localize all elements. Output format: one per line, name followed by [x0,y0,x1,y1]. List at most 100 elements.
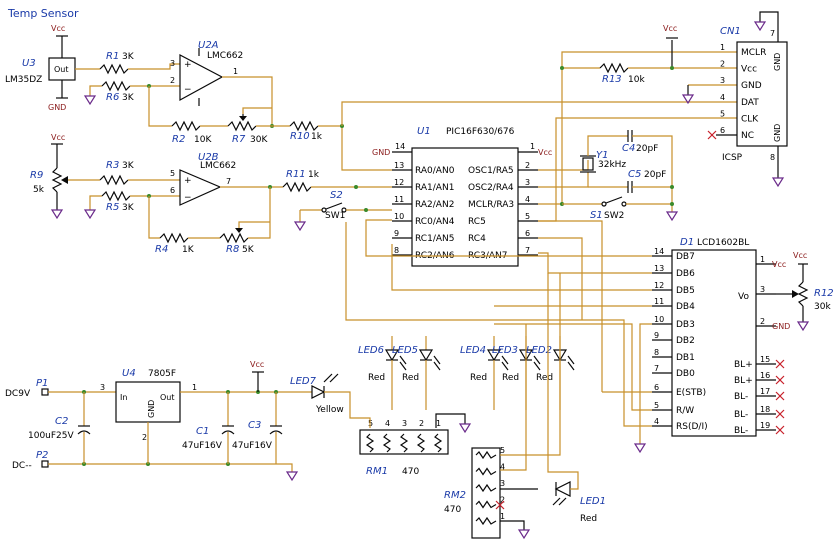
svg-text:Vcc: Vcc [538,148,552,157]
c4-value: 20pF [636,144,658,154]
svg-text:In: In [120,393,127,402]
r2-resistor: R2 10K [171,120,212,145]
led1-ref: LED1 [580,496,606,507]
u3-out-label: Out [54,65,69,74]
u2b-value: LMC662 [200,161,236,171]
r3-ref: R3 [106,160,119,171]
r9-ref: R9 [30,170,43,181]
d1-pin-bl-: BL- [734,426,748,436]
c3-capacitor: C3 47uF16V [232,392,283,464]
r10-ref: R10 [290,131,310,142]
r13-resistor: R13 10k [599,62,645,85]
r12-potentiometer: Vcc R12 30k [792,251,834,332]
u1-pin-number: 8 [394,246,399,255]
rm2-pin-number: 2 [500,496,505,505]
d1-pin-bl-: BL- [734,410,748,420]
c5-value: 20pF [644,170,666,180]
u1-pin-rc5: RC5 [468,217,486,227]
s2-value: SW1 [325,211,345,221]
d1-ref: D1 [680,237,694,248]
s1-switch: S1 SW2 [590,196,627,221]
u1-pin-number: 6 [525,229,530,238]
svg-text:7: 7 [770,29,775,38]
u3-gnd: GND [48,103,66,112]
r2-ref: R2 [172,134,185,145]
d1-pin-bl-: BL+ [734,360,753,370]
u1-pin-mclr-ra3: MCLR/RA3 [468,200,514,210]
u3-vcc: Vcc [51,24,65,33]
led3-value: Red [502,373,519,383]
s1-ref: S1 [590,210,603,221]
cn1-pin-number: 6 [720,126,725,135]
svg-text:2: 2 [142,433,147,442]
u1-pin-osc1-ra5: OSC1/RA5 [468,166,514,176]
svg-text:Vcc: Vcc [250,360,264,369]
cn1-pin-number: 2 [720,60,725,69]
rm1-ref: RM1 [366,466,388,477]
c3-value: 47uF16V [232,441,273,451]
d1-pin-number: 17 [760,387,770,396]
rm2-pin-number: 5 [500,446,505,455]
u3-ref: U3 [22,58,36,69]
led6-value: Red [368,373,385,383]
d1-pin-number: 15 [760,355,770,364]
d1-pin-number: 6 [654,383,659,392]
svg-text:GND: GND [773,53,782,71]
u2b-opamp: + − 5 6 7 U2B LMC662 [170,152,236,206]
r12-value: 30k [814,302,831,312]
rm1-pin-number: 1 [436,419,441,428]
r11-value: 1k [308,170,320,180]
u1-pin-rc0-an4: RC0/AN4 [415,217,455,227]
s2-ref: S2 [330,190,343,201]
c2-value: 100uF25V [28,431,75,441]
led3-ref: LED3 [492,345,518,356]
led6-ref: LED6 [358,345,384,356]
rm1-pin-number: 4 [385,419,390,428]
d1-pin-number: 14 [654,247,664,256]
r2-value: 10K [194,135,212,145]
r8-potentiometer: R8 5K [219,228,255,255]
rm2-pin-number: 1 [500,512,505,521]
d1-pin-r-w: R/W [676,406,694,416]
r1-resistor: R1 3K [99,51,135,75]
u2a-ref: U2A [198,40,219,51]
led1-indicator: LED1 Red [500,273,606,524]
u1-pin-ra1-an1: RA1/AN1 [415,183,454,193]
svg-text:5: 5 [170,169,175,178]
r5-value: 3K [122,203,135,213]
cn1-pin-number: 5 [720,109,725,118]
r4-value: 1K [182,245,195,255]
svg-text:1: 1 [530,142,535,151]
r1-ref: R1 [106,51,119,62]
u1-pin-rc1-an5: RC1/AN5 [415,234,454,244]
d1-pin-number: 18 [760,405,770,414]
d1-pin-number: 7 [654,364,659,373]
d1-pin-number: 11 [654,297,664,306]
r5-ref: R5 [106,202,119,213]
cn1-pin-gnd: GND [741,81,762,91]
svg-text:+: + [184,60,192,70]
svg-text:1: 1 [192,383,197,392]
d1-pin-number: 8 [654,348,659,357]
d1-pin-db2: DB2 [676,336,695,346]
u1-ref: U1 [417,126,431,137]
u1-pin-number: 7 [525,246,530,255]
d1-pin-db6: DB6 [676,269,695,279]
svg-text:7: 7 [226,177,231,186]
d1-pin-number: 10 [654,315,664,324]
r8-ref: R8 [226,244,239,255]
led7-value: Yellow [315,405,344,415]
d1-pin-db4: DB4 [676,302,695,312]
svg-text:Vcc: Vcc [663,24,677,33]
rm1-value: 470 [402,467,419,477]
u2b-ref: U2B [198,152,219,163]
svg-text:−: − [184,85,192,95]
c5-capacitor: C5 20pF [627,169,666,193]
u1-pin-number: 12 [394,178,404,187]
c1-capacitor: C1 47uF16V [182,392,235,464]
